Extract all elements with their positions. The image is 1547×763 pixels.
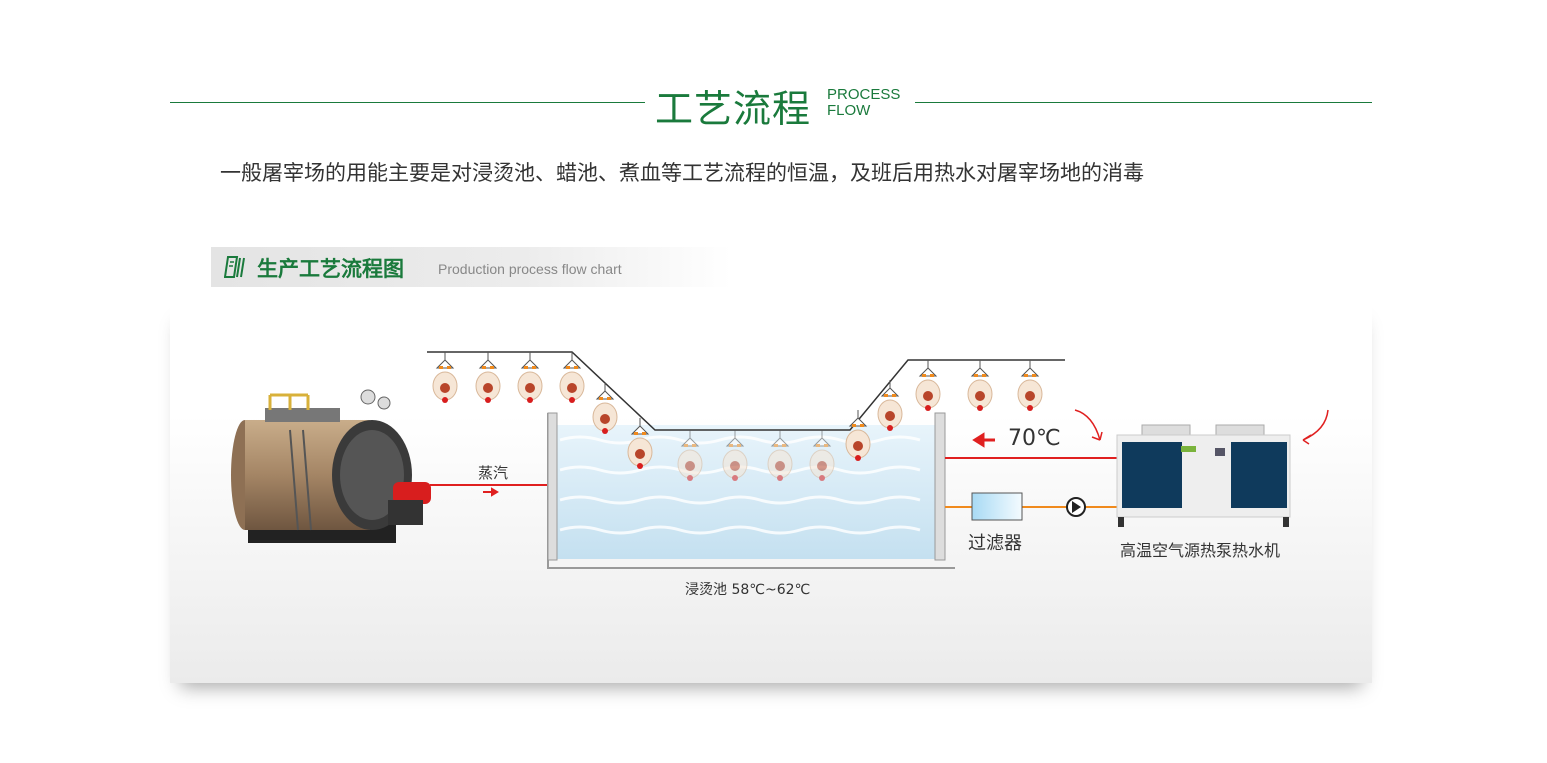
carcass bbox=[592, 383, 618, 434]
carcass bbox=[432, 352, 458, 403]
air-intake-arrow-right bbox=[1302, 409, 1329, 445]
steam-label: 蒸汽 bbox=[478, 464, 509, 482]
page-title: 工艺流程 bbox=[655, 87, 812, 131]
section-header: 生产工艺流程图 Production process flow chart bbox=[211, 247, 731, 287]
carcass bbox=[915, 360, 941, 411]
conveyor-line bbox=[427, 351, 1065, 431]
heat-pump-unit bbox=[1116, 424, 1291, 527]
scalding-pool bbox=[547, 412, 955, 569]
title-en-line1: PROCESS bbox=[827, 86, 901, 103]
carcass bbox=[809, 430, 835, 481]
title-rule-left bbox=[170, 102, 645, 103]
carcass bbox=[722, 430, 748, 481]
poultry-carcasses bbox=[432, 352, 1043, 481]
carcass bbox=[845, 410, 871, 461]
carcass bbox=[559, 352, 585, 403]
temperature-label: 70℃ bbox=[1008, 426, 1061, 451]
intro-text: 一般屠宰场的用能主要是对浸烫池、蜡池、煮血等工艺流程的恒温，及班后用热水对屠宰场… bbox=[220, 161, 1144, 185]
section-title: 生产工艺流程图 bbox=[257, 257, 404, 281]
pool-label: 浸烫池 58℃~62℃ bbox=[685, 582, 811, 598]
carcass bbox=[475, 352, 501, 403]
steam-flow-arrow bbox=[483, 487, 499, 497]
section-title-en: Production process flow chart bbox=[438, 261, 622, 277]
filter-label: 过滤器 bbox=[968, 533, 1022, 554]
document-icon bbox=[224, 256, 245, 278]
carcass bbox=[1017, 360, 1043, 411]
title-en-line2: FLOW bbox=[827, 102, 871, 119]
carcass bbox=[677, 430, 703, 481]
carcass bbox=[877, 380, 903, 431]
carcass bbox=[767, 430, 793, 481]
pump-icon bbox=[1066, 497, 1086, 517]
hot-water-flow-arrow bbox=[972, 432, 995, 448]
filter bbox=[971, 492, 1023, 521]
carcass bbox=[967, 360, 993, 411]
heat-pump-label: 高温空气源热泵热水机 bbox=[1120, 541, 1281, 560]
air-intake-arrow-left bbox=[1074, 409, 1103, 441]
carcass bbox=[627, 418, 653, 469]
title-rule-right bbox=[915, 102, 1372, 103]
boiler bbox=[231, 389, 431, 543]
carcass bbox=[517, 352, 543, 403]
